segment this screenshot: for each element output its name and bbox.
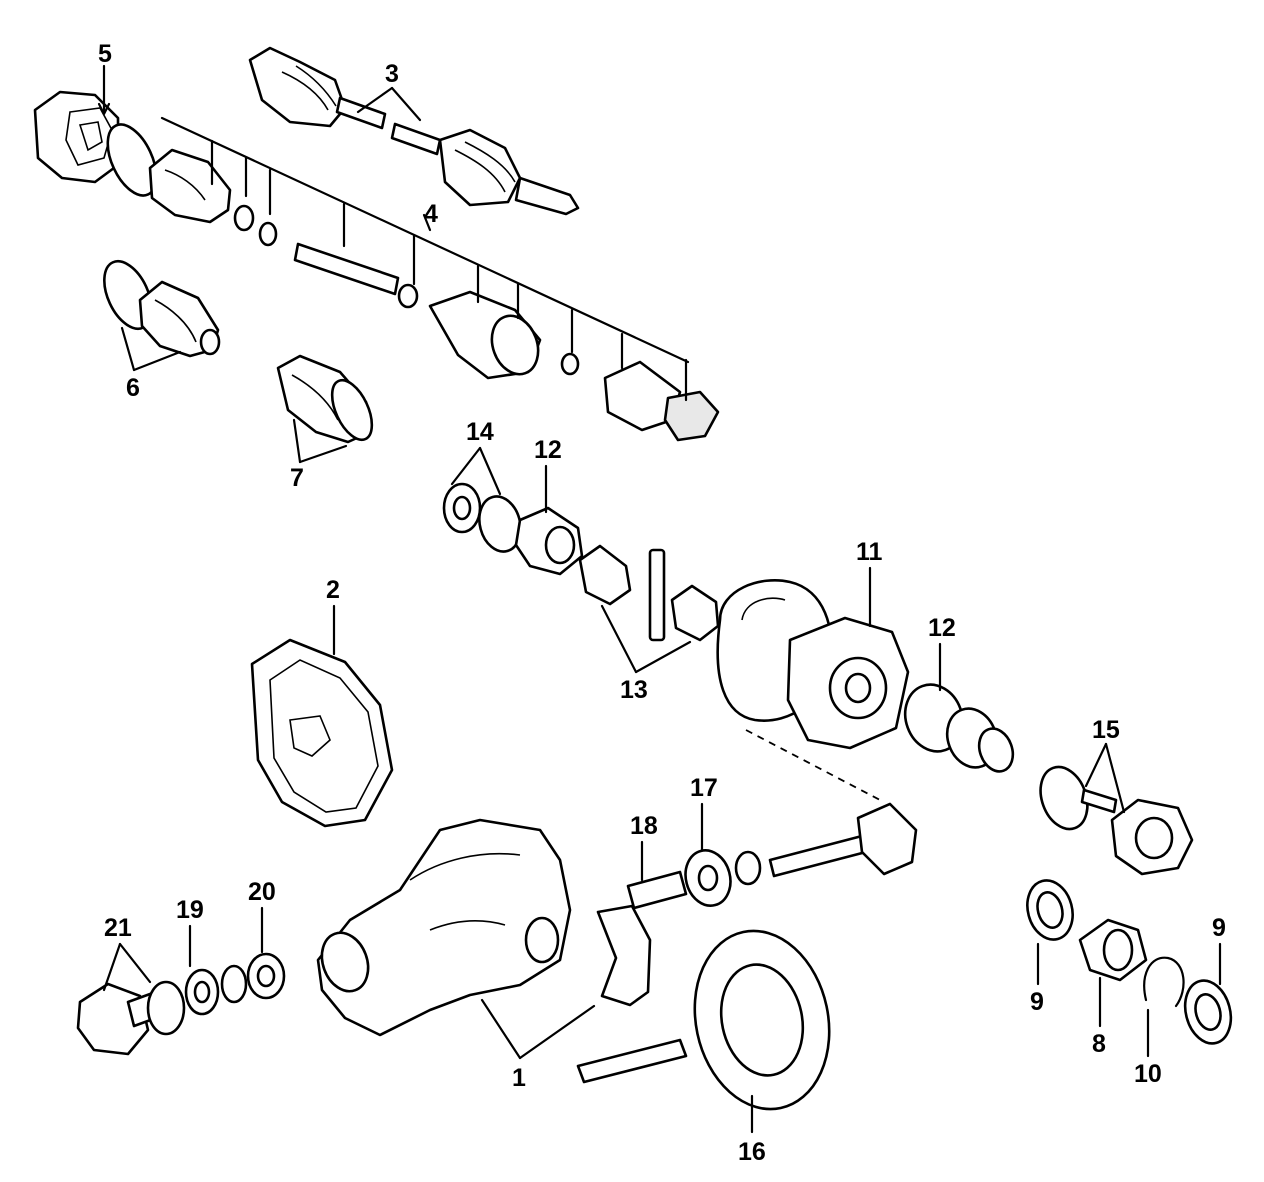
- callout-20: 20: [248, 878, 276, 954]
- callout-label-4: 4: [424, 200, 438, 228]
- part-13-pinion-gears: [578, 544, 720, 642]
- part-8-wheel-bearing: [1078, 918, 1148, 982]
- callout-9-right: 9: [1212, 914, 1226, 986]
- part-5-joint-housing: [33, 90, 120, 184]
- part-14-seals: [442, 482, 522, 553]
- part-6-boot: [103, 259, 221, 358]
- callout-3: 3: [356, 60, 422, 122]
- callout-label-17: 17: [690, 774, 718, 802]
- callout-label-10: 10: [1134, 1060, 1162, 1088]
- callout-label-18: 18: [630, 812, 658, 840]
- callout-2: 2: [326, 576, 340, 656]
- part-9-seal-left: [1026, 879, 1074, 941]
- part-4-boot-kit: [106, 116, 720, 442]
- callout-label-12b: 12: [928, 614, 956, 642]
- callout-12-right: 12: [928, 614, 956, 692]
- callout-12-upper: 12: [534, 436, 562, 514]
- callout-label-5: 5: [98, 40, 112, 68]
- part-12-bearing-right: [903, 683, 1015, 773]
- part-9-seal-right: [1183, 979, 1233, 1045]
- part-15-flange: [1039, 765, 1194, 876]
- callout-13: 13: [600, 604, 692, 704]
- callout-label-9a: 9: [1030, 988, 1044, 1016]
- callout-label-14: 14: [466, 418, 494, 446]
- callout-9-left: 9: [1030, 942, 1044, 1016]
- part-drive-pinion: [768, 802, 918, 878]
- part-18-spacer: [626, 870, 688, 910]
- part-21-companion-flange: [76, 980, 186, 1056]
- part-19-seal: [184, 968, 220, 1016]
- callout-label-12a: 12: [534, 436, 562, 464]
- callout-19: 19: [176, 896, 204, 968]
- callout-21: 21: [102, 914, 152, 992]
- part-1-carrier-housing: [316, 818, 652, 1037]
- callout-label-2: 2: [326, 576, 340, 604]
- callout-4: 4: [424, 200, 438, 228]
- callout-label-20: 20: [248, 878, 276, 906]
- callout-label-7: 7: [290, 464, 304, 492]
- callout-14: 14: [450, 418, 502, 496]
- callout-label-3: 3: [385, 60, 399, 88]
- part-17-pinion-bearing: [684, 849, 762, 907]
- callout-10: 10: [1134, 1008, 1162, 1088]
- part-7-boot: [276, 354, 374, 444]
- part-11-differential: [716, 579, 910, 750]
- callout-label-6: 6: [126, 374, 140, 402]
- callout-7: 7: [290, 418, 348, 492]
- callout-label-13: 13: [620, 676, 648, 704]
- part-2-cover: [250, 638, 394, 828]
- callout-15: 15: [1084, 716, 1126, 814]
- callout-5: 5: [97, 40, 112, 116]
- callout-label-1: 1: [512, 1064, 526, 1092]
- callout-1: 1: [480, 998, 596, 1092]
- callout-label-11: 11: [856, 538, 883, 566]
- callout-16: 16: [738, 1094, 766, 1166]
- callout-18: 18: [630, 812, 658, 882]
- callout-label-9b: 9: [1212, 914, 1226, 942]
- callout-11: 11: [856, 538, 883, 628]
- part-3-half-shaft: [248, 46, 580, 216]
- part-10-snap-ring: [1143, 956, 1185, 1008]
- part-20-bearing: [220, 952, 286, 1004]
- callout-label-8: 8: [1092, 1030, 1106, 1058]
- callout-label-21: 21: [104, 914, 132, 942]
- callout-label-15: 15: [1092, 716, 1120, 744]
- callout-17: 17: [690, 774, 718, 852]
- part-12-bearing-upper: [514, 506, 584, 576]
- callout-label-19: 19: [176, 896, 204, 924]
- callout-8: 8: [1092, 976, 1106, 1058]
- callout-6: 6: [120, 326, 182, 402]
- callout-label-16: 16: [738, 1138, 766, 1166]
- part-16-ring-pinion: [576, 929, 831, 1111]
